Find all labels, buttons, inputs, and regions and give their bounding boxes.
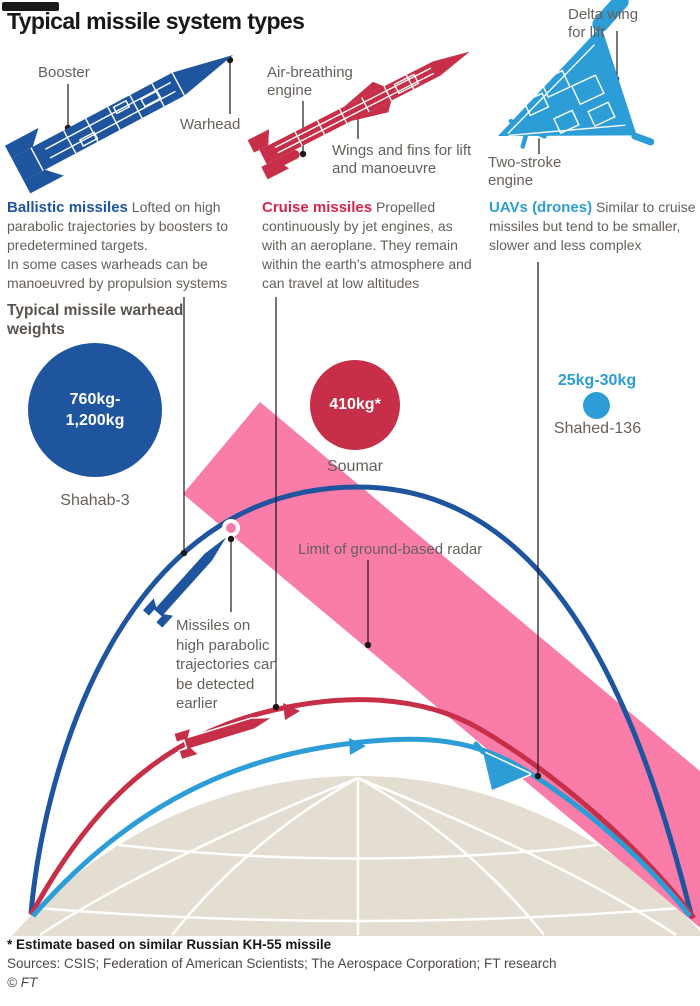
label-two-stroke-engine: Two-stroke engine [488, 154, 562, 189]
earth-grid [36, 776, 680, 936]
weight-circle-shahab: 760kg- 1,200kg [28, 343, 162, 477]
ballistic-body: Lofted on high parabolic trajectories by… [7, 199, 228, 291]
uav-body: Similar to cruise missiles but tend to b… [489, 199, 696, 253]
page-title: Typical missile system types [7, 8, 305, 34]
radar-limit-label: Limit of ground-based radar [298, 541, 483, 558]
weight-circle-shahed [583, 392, 610, 419]
uav-lead: UAVs (drones) [489, 199, 593, 216]
label-delta-wing: Delta wing for lift [568, 6, 639, 41]
cruise-missile-on-path [173, 716, 272, 761]
cruise-missile-illustration [247, 51, 470, 180]
radar-coverage-band [183, 402, 700, 928]
ft-copyright: © FT [7, 975, 38, 990]
cruise-trajectory [28, 697, 697, 920]
uav-description: UAVs (drones) Similar to cruise missiles… [489, 198, 700, 255]
cruise-description: Cruise missiles Propelled continuously b… [262, 198, 477, 293]
cruise-arrowhead [283, 703, 300, 720]
weight-value-shahed: 25kg-30kg [557, 372, 637, 389]
label-warhead: Warhead [180, 116, 241, 133]
ballistic-missile-on-path [141, 535, 228, 630]
callout-lines [67, 31, 618, 773]
early-detection-note: Missiles on high parabolic trajectories … [176, 617, 278, 712]
weight-name-shahed: Shahed-136 [553, 420, 642, 437]
cruise-body: Propelled continuously by jet engines, a… [262, 199, 472, 291]
ballistic-missile-illustration [4, 55, 234, 194]
uav-arrowhead [349, 738, 366, 755]
earth-globe [12, 776, 700, 936]
weight-circle-soumar: 410kg* [310, 360, 400, 450]
sources: Sources: CSIS; Federation of American Sc… [7, 956, 557, 971]
uav-on-path [473, 741, 532, 792]
label-air-breathing-engine: Air-breathing engine [267, 64, 353, 99]
ballistic-lead: Ballistic missiles [7, 199, 128, 216]
label-wings-fins: Wings and fins for lift and manoeuvre [332, 142, 472, 177]
weight-name-shahab: Shahab-3 [60, 492, 130, 509]
cruise-lead: Cruise missiles [262, 199, 373, 216]
ballistic-description: Ballistic missiles Lofted on high parabo… [7, 198, 252, 293]
footnote: * Estimate based on similar Russian KH-5… [7, 937, 332, 952]
detection-point-ring [222, 519, 240, 537]
weight-name-soumar: Soumar [326, 458, 384, 475]
uav-illustration [498, 0, 655, 151]
ballistic-trajectory [28, 484, 695, 919]
uav-trajectory [31, 736, 692, 918]
label-booster: Booster [38, 64, 90, 81]
weights-heading: Typical missile warhead weights [7, 302, 184, 338]
header-tag [2, 2, 59, 11]
